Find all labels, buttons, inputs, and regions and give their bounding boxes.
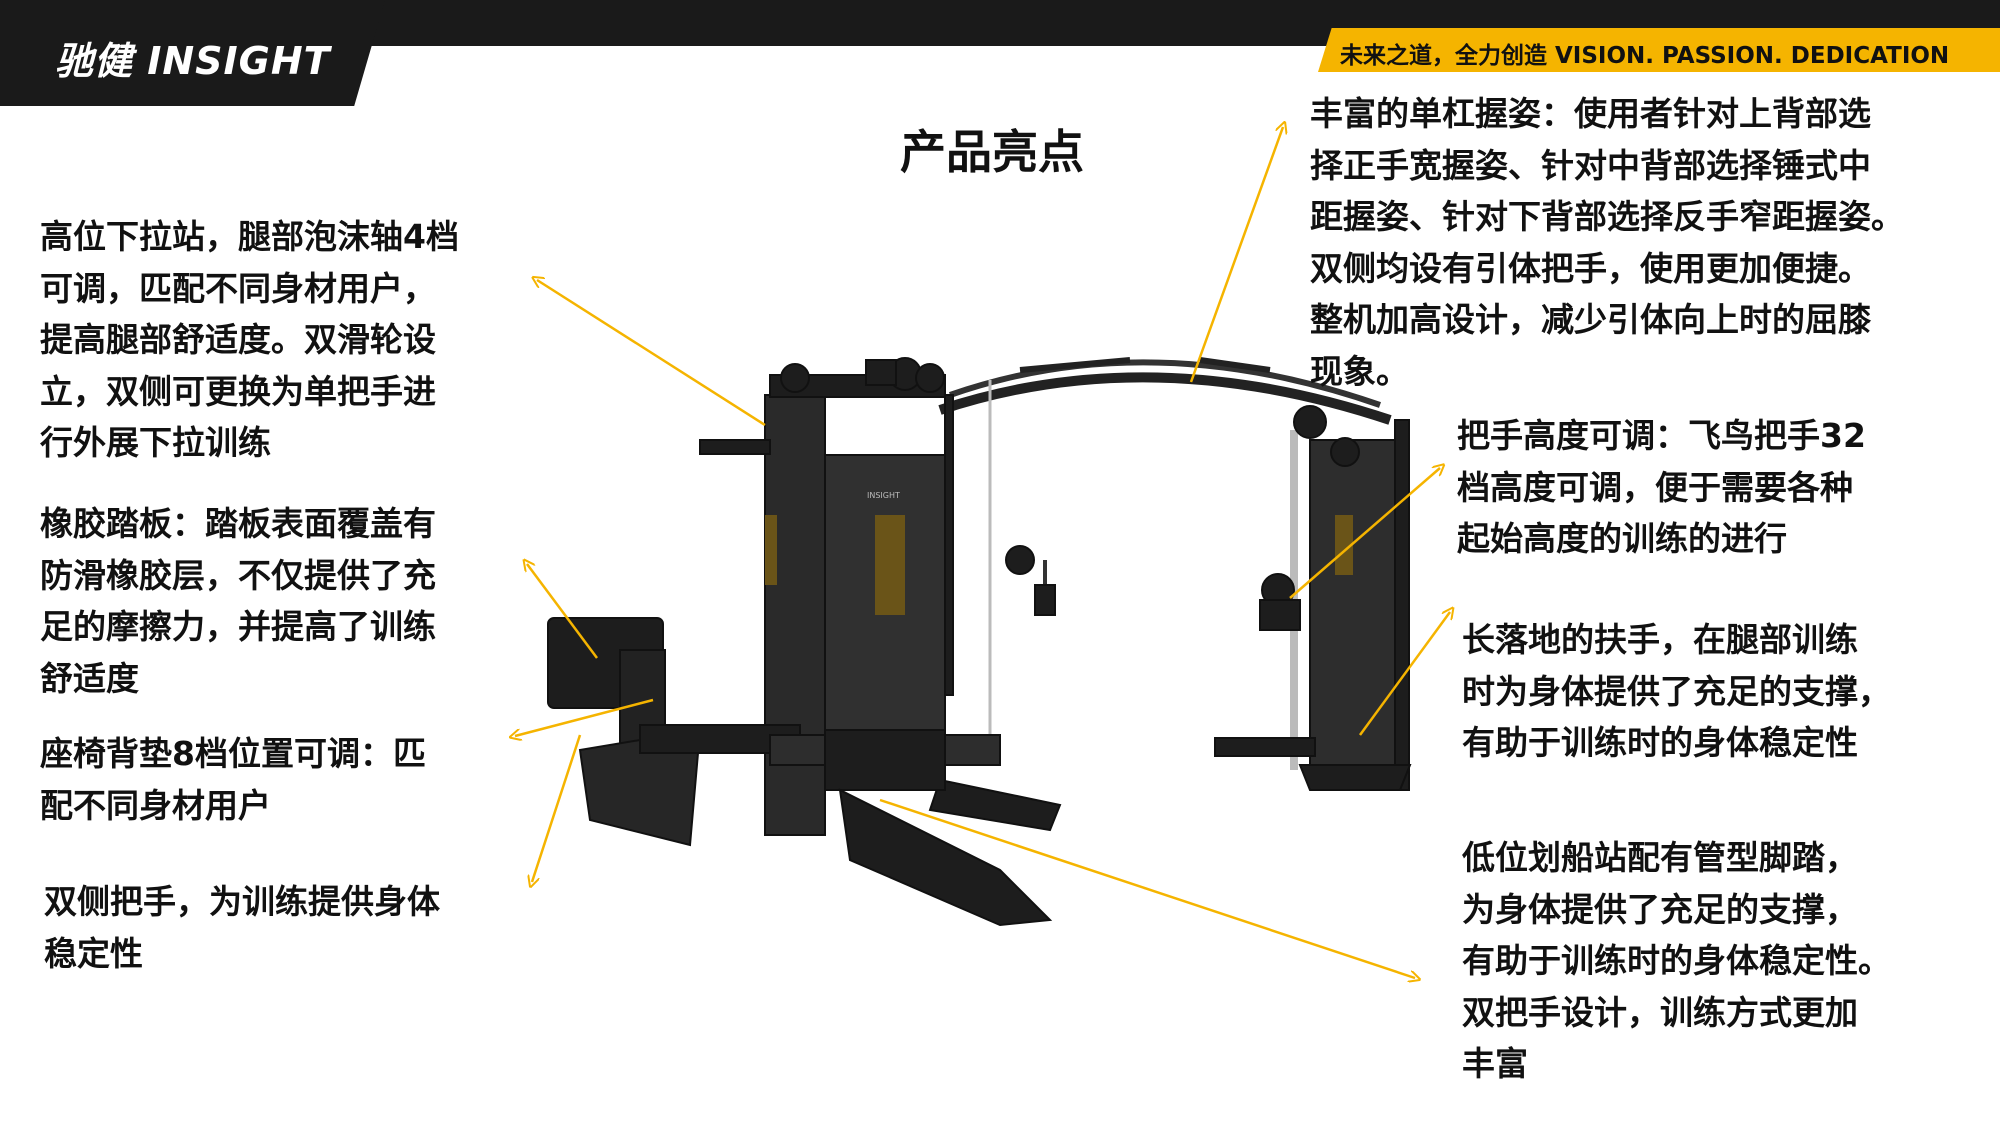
note-line: 时为身体提供了充足的支撑， bbox=[1462, 671, 1891, 711]
note-line: 档高度可调，便于需要各种 bbox=[1457, 467, 1853, 507]
note-lat-station: 高位下拉站，腿部泡沫轴4档 可调，匹配不同身材用户， 提高腿部舒适度。双滑轮设 … bbox=[40, 211, 459, 469]
note-line: 双侧均设有引体把手，使用更加便捷。 bbox=[1310, 248, 1871, 288]
note-seat-pad: 座椅背垫8档位置可调：匹 配不同身材用户 bbox=[40, 728, 426, 831]
note-line: 行外展下拉训练 bbox=[40, 423, 271, 462]
brand-logo: 驰健 INSIGHT bbox=[55, 39, 331, 83]
note-line: 座椅背垫8档位置可调：匹 bbox=[40, 734, 426, 773]
note-line: 择正手宽握姿、针对中背部选择锤式中 bbox=[1310, 145, 1871, 185]
note-line: 可调，匹配不同身材用户， bbox=[40, 268, 436, 308]
note-line: 有助于训练时的身体稳定性。 bbox=[1462, 941, 1891, 980]
note-line: 双把手设计，训练方式更加 bbox=[1462, 992, 1858, 1032]
note-line: 长落地的扶手，在腿部训练 bbox=[1462, 620, 1858, 659]
note-line: 起始高度的训练的进行 bbox=[1457, 519, 1787, 558]
note-line: 距握姿、针对下背部选择反手窄距握姿。 bbox=[1310, 197, 1904, 236]
note-line: 橡胶踏板：踏板表面覆盖有 bbox=[40, 504, 436, 543]
arrow-handle-height bbox=[1289, 468, 1440, 599]
note-line: 双侧把手，为训练提供身体 bbox=[44, 882, 440, 921]
note-line: 舒适度 bbox=[40, 658, 139, 698]
arrow-pullup-bar bbox=[1189, 127, 1283, 383]
arrow-lat-station bbox=[537, 280, 766, 427]
slogan-text: 未来之道，全力创造 VISION. PASSION. DEDICATION bbox=[1340, 43, 1950, 69]
note-line: 提高腿部舒适度。双滑轮设 bbox=[40, 320, 436, 359]
note-line: 低位划船站配有管型脚踏， bbox=[1462, 838, 1858, 877]
note-line: 为身体提供了充足的支撑， bbox=[1462, 889, 1858, 929]
note-line: 现象。 bbox=[1310, 351, 1409, 391]
note-line: 把手高度可调：飞鸟把手32 bbox=[1457, 416, 1866, 455]
note-pullup-bar: 丰富的单杠握姿：使用者针对上背部选 择正手宽握姿、针对中背部选择锤式中 距握姿、… bbox=[1310, 88, 1904, 397]
note-line: 整机加高设计，减少引体向上时的屈膝 bbox=[1310, 300, 1871, 339]
note-line: 稳定性 bbox=[44, 933, 143, 973]
arrow-low-row bbox=[879, 798, 1415, 978]
note-line: 丰富的单杠握姿：使用者针对上背部选 bbox=[1310, 94, 1871, 133]
note-line: 丰富 bbox=[1462, 1044, 1528, 1083]
note-line: 足的摩擦力，并提高了训练 bbox=[40, 607, 436, 646]
note-line: 配不同身材用户 bbox=[40, 785, 271, 825]
machine-brand-label: INSIGHT bbox=[867, 491, 900, 500]
slogan-banner bbox=[1318, 28, 2000, 72]
arrow-handles bbox=[532, 734, 582, 882]
arrow-long-handrail bbox=[1358, 612, 1450, 736]
arrow-seat-pad bbox=[515, 698, 654, 736]
note-footplate: 橡胶踏板：踏板表面覆盖有 防滑橡胶层，不仅提供了充 足的摩擦力，并提高了训练 舒… bbox=[40, 498, 436, 704]
note-handle-height: 把手高度可调：飞鸟把手32 档高度可调，便于需要各种 起始高度的训练的进行 bbox=[1457, 410, 1866, 565]
note-long-handrail: 长落地的扶手，在腿部训练 时为身体提供了充足的支撑， 有助于训练时的身体稳定性 bbox=[1462, 614, 1891, 769]
page-title: 产品亮点 bbox=[900, 125, 1084, 179]
note-handles: 双侧把手，为训练提供身体 稳定性 bbox=[44, 876, 440, 979]
note-line: 高位下拉站，腿部泡沫轴4档 bbox=[40, 217, 459, 256]
note-line: 有助于训练时的身体稳定性 bbox=[1462, 723, 1858, 762]
note-line: 防滑橡胶层，不仅提供了充 bbox=[40, 555, 436, 595]
logo-block bbox=[0, 0, 385, 106]
note-low-row: 低位划船站配有管型脚踏， 为身体提供了充足的支撑， 有助于训练时的身体稳定性。 … bbox=[1462, 832, 1891, 1090]
arrow-footplate bbox=[527, 564, 599, 659]
note-line: 立，双侧可更换为单把手进 bbox=[40, 371, 436, 411]
